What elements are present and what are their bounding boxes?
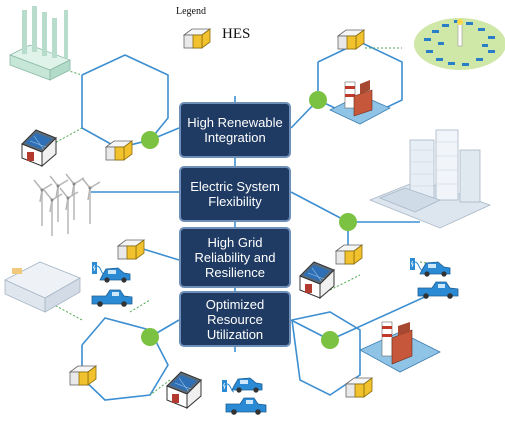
- hub-box-system-flexibility: Electric System Flexibility: [179, 166, 291, 222]
- hub-box-label: High Grid Reliability and Resilience: [194, 235, 276, 280]
- hes-icon: [335, 244, 363, 265]
- legend-title: Legend: [176, 6, 206, 17]
- office-buildings-icon: [368, 129, 492, 229]
- house-icon: [166, 371, 202, 409]
- house-icon: [299, 261, 335, 299]
- hub-box-renewable-integration: High Renewable Integration: [179, 102, 291, 158]
- house-icon: [21, 129, 57, 167]
- hub-box-label: Electric System Flexibility: [190, 179, 280, 209]
- factory-icon: [9, 6, 71, 81]
- electric-vehicles-icon: [221, 377, 267, 416]
- legend-hes-label: HES: [222, 26, 251, 42]
- industrial-plant-icon: [359, 321, 441, 373]
- hes-icon: [345, 377, 373, 398]
- hes-icon: [117, 239, 145, 260]
- legend-hes-icon: [183, 28, 211, 49]
- campus-icon: [4, 261, 81, 313]
- hub-box-label: Optimized Resource Utilization: [205, 296, 265, 342]
- hub-box-grid-reliability: High Grid Reliability and Resilience: [179, 227, 291, 288]
- power-plant-icon: [329, 80, 391, 125]
- electric-vehicles-icon: [91, 261, 133, 308]
- wind-turbine-icon: [33, 173, 101, 237]
- hes-icon: [337, 29, 365, 50]
- hes-icon: [69, 365, 97, 386]
- hes-icon: [105, 140, 133, 161]
- solar-farm-icon: [414, 18, 505, 70]
- hub-box-label: High Renewable Integration: [187, 115, 283, 145]
- electric-vehicles-icon: [409, 257, 459, 300]
- hub-box-resource-utilization: Optimized Resource Utilization: [179, 291, 291, 347]
